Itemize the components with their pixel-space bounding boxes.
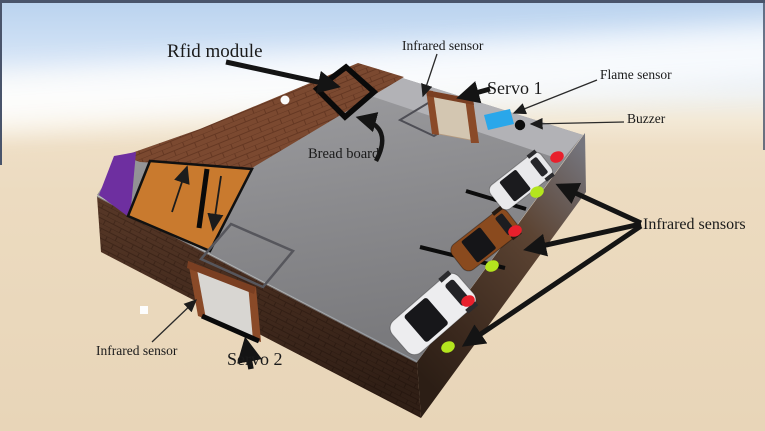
car-1-wheel [544, 172, 555, 182]
car-1-wheel [526, 149, 537, 159]
flame-sensor-leader [512, 79, 598, 115]
buzzer [514, 119, 526, 131]
servo2-arrow [237, 336, 263, 370]
infrared-sensor-top-label: Infrared sensor [402, 38, 484, 53]
car-3-wheel [438, 270, 452, 283]
ir-dot-green-3 [441, 341, 455, 353]
flame-sensor [484, 109, 514, 130]
infrared-sensor-bottom-label: Infrared sensor [96, 343, 178, 358]
platform-right-wall [417, 133, 586, 418]
ramp-up-arrow [171, 165, 190, 213]
infrared-sensor-top-leader [421, 53, 438, 98]
gate-servo1-right-post [465, 98, 479, 143]
ir-dot-red-2 [508, 225, 522, 237]
infrared-sensors-arrow-3 [461, 223, 643, 347]
gate-servo2 [187, 261, 261, 344]
ramp-divider-line [196, 168, 210, 229]
car-1-windshield [499, 170, 531, 202]
gate-servo2-top-rail [187, 261, 256, 294]
parking-spot-outline-middle [198, 222, 296, 289]
bread-board-arrow [355, 112, 385, 163]
car-1-rear-window [530, 157, 548, 177]
car-3-windshield [404, 298, 448, 342]
ir-dot-red-3 [461, 295, 475, 307]
purple-corner-pad [99, 152, 136, 218]
infrared-sensor-bottom-leader [151, 299, 197, 343]
buzzer-leader [529, 117, 625, 130]
car-white-1 [488, 149, 555, 211]
servo1-arrow [456, 81, 491, 104]
white-dot-on-brick [280, 95, 290, 105]
white-dot-on-ground [140, 306, 148, 314]
frame-edge-right [763, 0, 765, 150]
bread-board-label: Bread board [308, 146, 380, 162]
servo2-label: Servo 2 [227, 349, 283, 369]
flame-sensor-label: Flame sensor [600, 67, 672, 82]
frame-edge-top [0, 0, 765, 3]
infrared-sensors-arrow-1 [555, 183, 643, 226]
car-2-wheel [491, 205, 503, 216]
infrared-sensors-arrow-2 [523, 221, 642, 257]
rfid-module-label: Rfid module [167, 41, 263, 62]
ramp-down-arrow [207, 175, 224, 232]
infrared-sensors-group-label: Infrared sensors [643, 216, 746, 233]
gate-servo2-right-post [248, 284, 261, 342]
frame-edge-left [0, 0, 2, 165]
car-3-wheel [465, 301, 479, 314]
car-2-windshield [461, 227, 496, 263]
gate-servo2-left-post [188, 261, 206, 319]
platform-left-wall-shading [97, 196, 421, 418]
gate-servo1-left-post [426, 90, 439, 135]
ir-dot-green-1 [530, 186, 544, 198]
ir-dot-green-2 [485, 260, 499, 272]
ir-dot-red-1 [550, 151, 564, 163]
servo1-label: Servo 1 [487, 78, 543, 98]
buzzer-label: Buzzer [627, 111, 666, 126]
rfid-arrow [225, 59, 341, 94]
